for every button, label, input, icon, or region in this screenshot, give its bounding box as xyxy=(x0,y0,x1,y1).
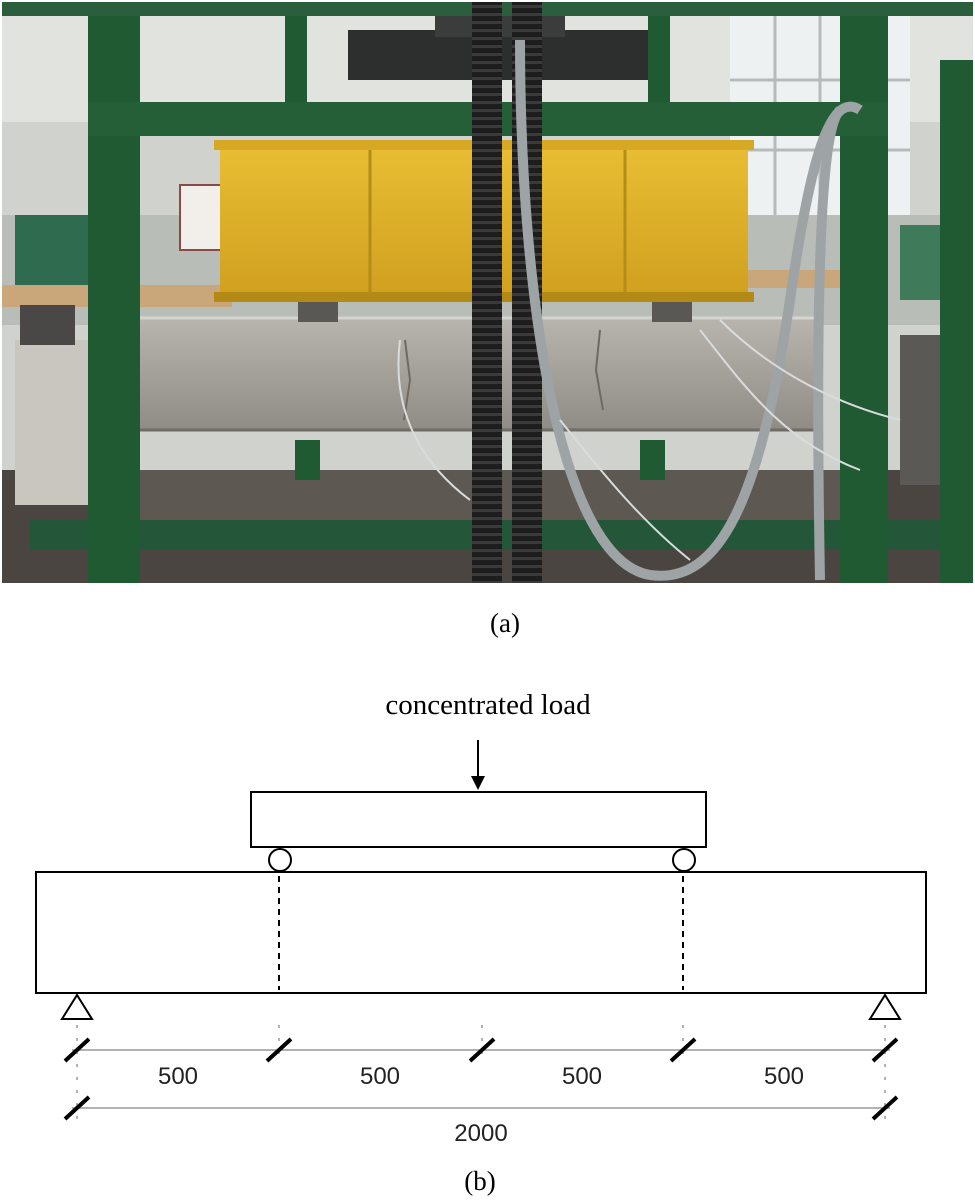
load-label: concentrated load xyxy=(385,689,591,721)
test-beam-outline xyxy=(35,871,927,994)
total-ticks xyxy=(63,1095,899,1121)
crack-marks xyxy=(403,329,604,421)
steel-column-left xyxy=(88,2,140,583)
steel-column-right-inner xyxy=(648,2,670,132)
span-3-label: 500 xyxy=(562,1063,602,1090)
beam-schematic: concentrated load 500 500 500 500 xyxy=(35,689,927,1147)
caption-a: (a) xyxy=(490,608,520,638)
left-support-pedestal xyxy=(15,340,95,505)
load-arrow-head xyxy=(471,776,485,790)
left-support-cap xyxy=(20,305,75,345)
load-cell-plate xyxy=(348,30,668,80)
sensor-wires xyxy=(397,319,901,561)
hydraulic-hose-left xyxy=(472,2,502,583)
caption-b: (b) xyxy=(464,1166,495,1196)
steel-column-right-outer xyxy=(940,60,973,583)
test-photograph xyxy=(2,2,973,583)
span-2-label: 500 xyxy=(360,1063,400,1090)
load-pad-left xyxy=(298,300,338,322)
spreader-beam-outline xyxy=(250,791,707,848)
steel-column-left-inner xyxy=(285,2,307,132)
total-length-label: 2000 xyxy=(454,1120,507,1147)
steel-column-right xyxy=(840,2,888,583)
roller-left xyxy=(268,848,292,872)
roller-right xyxy=(672,848,696,872)
span-ticks xyxy=(63,1037,899,1063)
background-machine xyxy=(15,215,100,295)
span-1-label: 500 xyxy=(158,1063,198,1090)
metal-conduit-cable xyxy=(515,39,863,581)
support-left xyxy=(60,993,94,1020)
span-4-label: 500 xyxy=(764,1063,804,1090)
support-right xyxy=(868,993,902,1020)
notice-board xyxy=(179,184,226,251)
load-pad-right xyxy=(652,300,692,322)
